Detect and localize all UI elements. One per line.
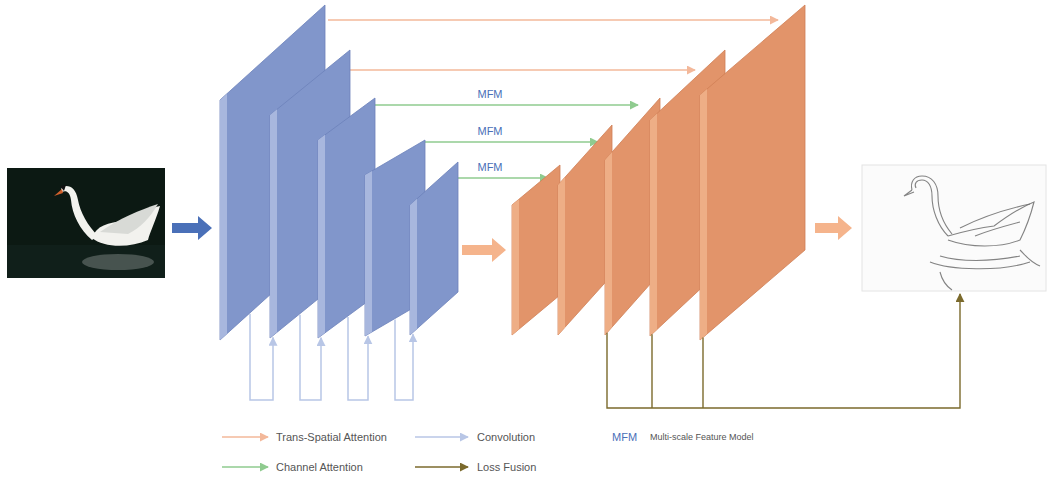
decoder-slab-edge xyxy=(650,113,657,336)
decoder-slab-face xyxy=(605,98,660,335)
channel-attention-arrow xyxy=(458,177,548,178)
decoder-slab-face xyxy=(512,165,560,335)
encoder-slab xyxy=(410,162,458,335)
convolution-loops xyxy=(250,314,413,400)
input-arrow xyxy=(172,216,212,240)
encoder-slab-edge xyxy=(220,94,227,340)
decoder-slab-face xyxy=(558,125,612,335)
convolution-arrow xyxy=(395,320,413,401)
encoder-slab-face xyxy=(365,140,425,336)
arrow-label: MFM xyxy=(477,161,502,174)
legend-text: Convolution xyxy=(477,431,535,444)
decoder-slab xyxy=(558,125,612,335)
output-arrow xyxy=(815,216,852,240)
edge-stroke xyxy=(960,204,1030,228)
channel-attention-arrow xyxy=(425,141,598,142)
channel-attention-arrow xyxy=(375,104,638,105)
decoder-slab xyxy=(512,165,560,335)
decoder-slab-face xyxy=(700,5,805,340)
legend-sample xyxy=(415,466,468,468)
legend-sample xyxy=(415,436,468,438)
convolution-arrow xyxy=(300,315,321,400)
convolution-arrow xyxy=(250,314,273,400)
output-edge-map xyxy=(862,165,1046,291)
legend-text: Loss Fusion xyxy=(477,461,536,474)
loss-fusion-arrow xyxy=(607,294,960,408)
edge-stroke xyxy=(904,190,914,196)
bridge-arrow xyxy=(462,238,506,262)
encoder-slab-edge xyxy=(365,171,372,336)
convolution-arrow xyxy=(348,317,368,400)
edge-stroke xyxy=(930,262,1030,269)
legend-text: Trans-Spatial Attention xyxy=(276,431,387,444)
legend-sample xyxy=(222,436,268,438)
encoder-slab xyxy=(365,140,425,336)
encoder-slab-edge xyxy=(318,135,325,338)
legend-text: Multi-scale Feature Model xyxy=(650,432,754,442)
arrow-label: MFM xyxy=(477,88,502,101)
edge-stroke xyxy=(975,222,1020,236)
legend-text: Channel Attention xyxy=(276,461,363,474)
loss-fusion-line xyxy=(651,334,652,408)
decoder-slab xyxy=(700,5,805,340)
trans-spatial-arrow xyxy=(328,19,778,21)
encoder-slab xyxy=(318,98,375,338)
decoder-slab-edge xyxy=(512,199,519,335)
legend-sample xyxy=(222,466,268,468)
encoder-slab-group xyxy=(220,5,458,340)
loss-fusion-line xyxy=(702,337,703,408)
edge-stroke xyxy=(940,256,1020,261)
encoder-slab-face xyxy=(318,98,375,338)
trans-spatial-arrow xyxy=(350,69,695,71)
decoder-slab-edge xyxy=(700,89,707,340)
decoder-slab-edge xyxy=(558,177,565,335)
arrow-label: MFM xyxy=(477,125,502,138)
decoder-slab-edge xyxy=(605,152,612,335)
edge-stroke xyxy=(940,272,952,290)
encoder-slab-face xyxy=(410,162,458,335)
decoder-slab xyxy=(605,98,660,335)
loss-fusion-lines xyxy=(607,294,960,408)
decoder-slab-group xyxy=(512,5,805,340)
encoder-slab-edge xyxy=(410,199,417,335)
edge-stroke xyxy=(1020,250,1040,266)
input-image xyxy=(7,168,165,278)
edge-stroke xyxy=(948,202,1034,246)
edge-stroke xyxy=(911,176,952,234)
edge-stroke xyxy=(915,180,948,236)
encoder-slab-edge xyxy=(270,109,277,338)
legend-key: MFM xyxy=(612,431,637,444)
